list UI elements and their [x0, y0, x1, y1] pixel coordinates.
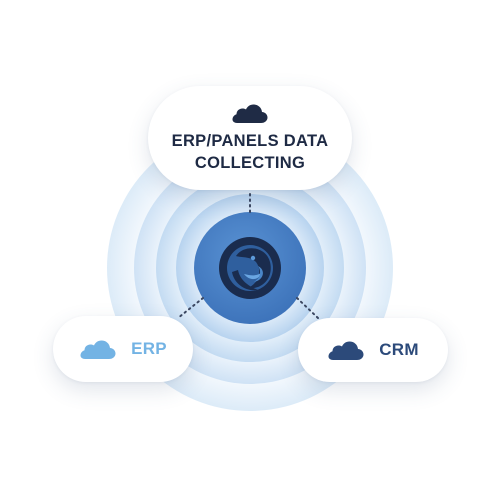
node-erp-label: ERP	[131, 339, 167, 358]
connector-left	[177, 297, 204, 319]
cloud-icon	[232, 104, 268, 123]
cloud-icon	[80, 340, 116, 359]
node-erp-panels: ERP/PANELS DATA COLLECTING	[148, 86, 352, 190]
node-top-line1: ERP/PANELS DATA	[171, 132, 329, 150]
bird-logo-icon	[219, 237, 281, 299]
node-top-title: ERP/PANELS DATA COLLECTING	[172, 130, 329, 174]
cloud-icon	[328, 341, 364, 360]
connector-right	[296, 297, 319, 319]
node-crm-label: CRM	[379, 340, 419, 359]
node-top-line2: COLLECTING	[194, 154, 306, 172]
node-crm: CRM	[298, 318, 448, 382]
node-erp: ERP	[53, 316, 193, 382]
